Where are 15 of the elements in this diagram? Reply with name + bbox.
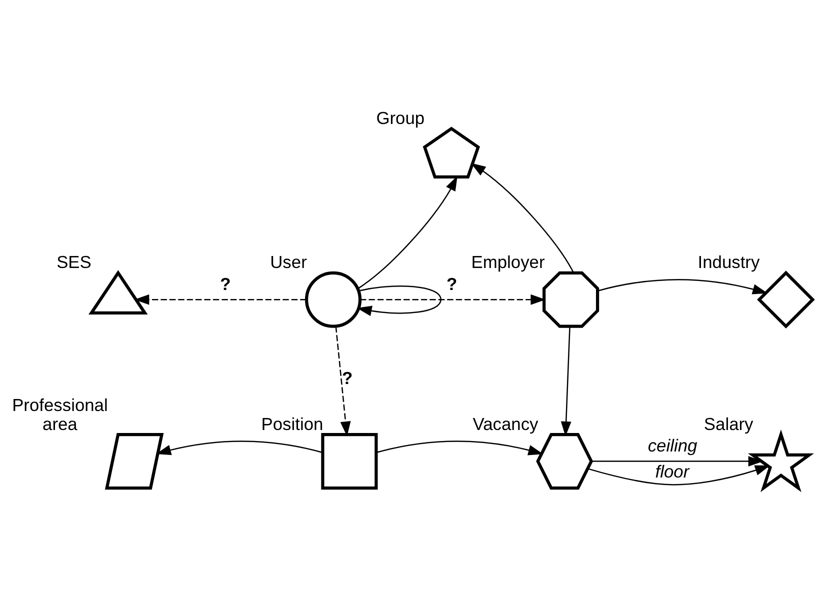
node-label: Group: [376, 108, 425, 128]
edge-label: ceiling: [648, 436, 698, 456]
node-label: Professional: [12, 395, 108, 416]
node-label: area: [42, 414, 78, 434]
node-label: SES: [56, 252, 92, 272]
edge-label: ?: [220, 274, 231, 294]
node-label: Position: [261, 414, 324, 434]
edge-label: floor: [655, 462, 690, 482]
node-label: Employer: [471, 252, 545, 272]
node-label: Industry: [698, 252, 760, 272]
edge-label: ?: [342, 368, 353, 388]
node-label: User: [270, 252, 307, 272]
node-label: Salary: [704, 414, 754, 434]
edge-label: ?: [446, 274, 458, 294]
node-label: Vacancy: [472, 414, 538, 434]
